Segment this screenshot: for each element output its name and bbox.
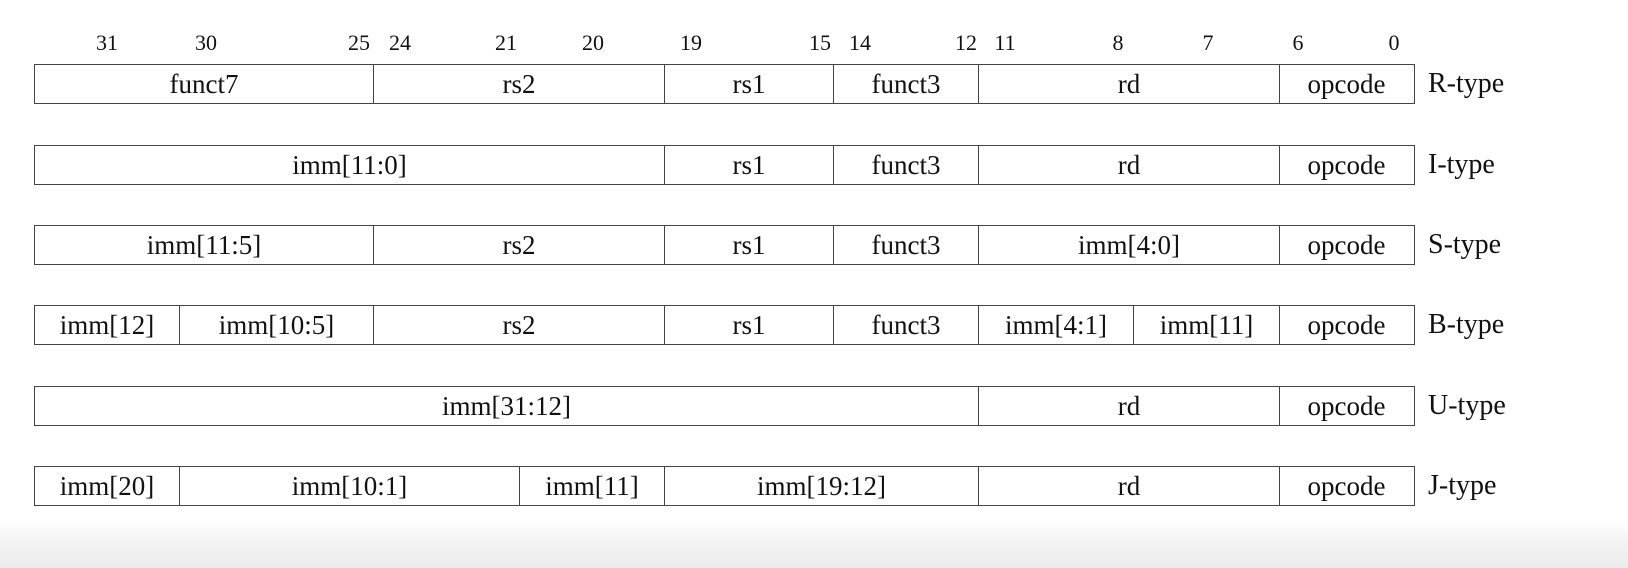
field-opcode: opcode <box>1278 305 1415 345</box>
bit-number-7: 7 <box>1202 30 1214 55</box>
bit-number-25: 25 <box>348 30 370 55</box>
field-imm-11: imm[11] <box>518 466 666 506</box>
field-imm-12: imm[12] <box>33 305 181 345</box>
field-opcode: opcode <box>1278 386 1415 426</box>
bit-number-6: 6 <box>1292 30 1304 55</box>
field-imm-10-5: imm[10:5] <box>178 305 375 345</box>
format-type-label: B-type <box>1428 309 1505 340</box>
field-imm-10-1: imm[10:1] <box>178 466 521 506</box>
bit-number-20: 20 <box>582 30 604 55</box>
field-imm-19-12: imm[19:12] <box>663 466 980 506</box>
format-row-r-type: funct7 rs2 rs1 funct3 rd opcode R-type <box>0 64 1628 104</box>
bit-number-24: 24 <box>389 30 411 55</box>
bit-number-0: 0 <box>1388 30 1400 55</box>
field-rd: rd <box>977 145 1281 185</box>
bit-number-15: 15 <box>809 30 831 55</box>
field-funct3: funct3 <box>832 225 980 265</box>
field-rd: rd <box>977 386 1281 426</box>
field-imm-4-0: imm[4:0] <box>977 225 1281 265</box>
field-funct7: funct7 <box>33 64 375 104</box>
field-imm-20: imm[20] <box>33 466 181 506</box>
field-rs1: rs1 <box>663 145 835 185</box>
field-rs2: rs2 <box>372 305 666 345</box>
field-rs1: rs1 <box>663 305 835 345</box>
field-opcode: opcode <box>1278 466 1415 506</box>
field-rs1: rs1 <box>663 64 835 104</box>
field-rd: rd <box>977 64 1281 104</box>
field-rs1: rs1 <box>663 225 835 265</box>
format-row-i-type: imm[11:0] rs1 funct3 rd opcode I-type <box>0 145 1628 185</box>
field-funct3: funct3 <box>832 145 980 185</box>
field-funct3: funct3 <box>832 64 980 104</box>
field-rd: rd <box>977 466 1281 506</box>
format-type-label: J-type <box>1428 470 1497 501</box>
bit-number-12: 12 <box>955 30 977 55</box>
format-row-s-type: imm[11:5] rs2 rs1 funct3 imm[4:0] opcode… <box>0 225 1628 265</box>
bit-number-19: 19 <box>680 30 702 55</box>
bit-number-14: 14 <box>849 30 871 55</box>
field-imm-11-0: imm[11:0] <box>33 145 666 185</box>
field-imm-11-5: imm[11:5] <box>33 225 375 265</box>
format-type-label: I-type <box>1428 149 1495 180</box>
bit-number-8: 8 <box>1112 30 1124 55</box>
format-type-label: U-type <box>1428 390 1506 421</box>
format-row-u-type: imm[31:12] rd opcode U-type <box>0 386 1628 426</box>
field-rs2: rs2 <box>372 225 666 265</box>
bit-number-21: 21 <box>495 30 517 55</box>
format-type-label: S-type <box>1428 229 1502 260</box>
field-opcode: opcode <box>1278 145 1415 185</box>
bit-number-31: 31 <box>96 30 118 55</box>
field-funct3: funct3 <box>832 305 980 345</box>
bit-number-30: 30 <box>195 30 217 55</box>
field-imm-11: imm[11] <box>1132 305 1281 345</box>
format-row-b-type: imm[12] imm[10:5] rs2 rs1 funct3 imm[4:1… <box>0 305 1628 345</box>
field-opcode: opcode <box>1278 225 1415 265</box>
field-opcode: opcode <box>1278 64 1415 104</box>
field-imm-4-1: imm[4:1] <box>977 305 1135 345</box>
bit-number-11: 11 <box>994 30 1016 55</box>
format-row-j-type: imm[20] imm[10:1] imm[11] imm[19:12] rd … <box>0 466 1628 506</box>
format-type-label: R-type <box>1428 68 1505 99</box>
field-imm-31-12: imm[31:12] <box>33 386 980 426</box>
field-rs2: rs2 <box>372 64 666 104</box>
